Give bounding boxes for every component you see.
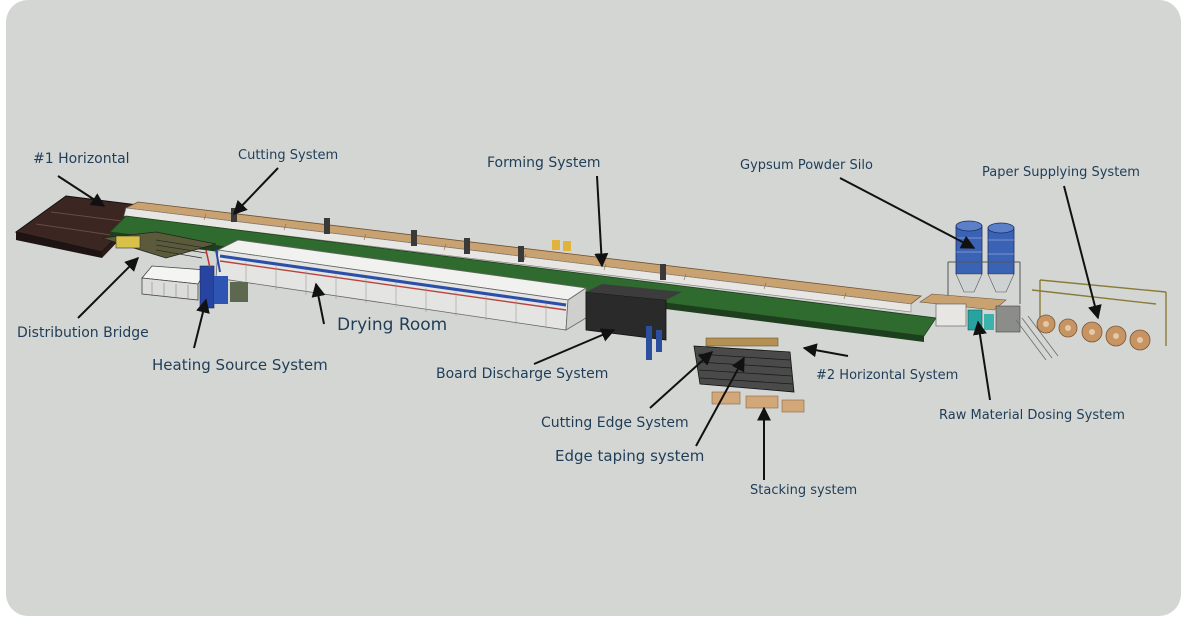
label-board-discharge-system: Board Discharge System — [436, 366, 609, 382]
arrow-distribution-bridge — [77, 257, 139, 319]
label-heating-source-system: Heating Source System — [152, 356, 328, 374]
arrow-raw-material-dosing — [972, 320, 991, 401]
label-drying-room: Drying Room — [337, 315, 448, 335]
label-horizontal-1: #1 Horizontal — [33, 151, 130, 167]
heating-source-unit — [141, 249, 248, 309]
board-discharge-unit — [585, 284, 682, 360]
label-cutting-edge-system: Cutting Edge System — [541, 415, 689, 431]
diagram-frame: #1 Horizontal Cutting System Forming Sys… — [6, 0, 1181, 616]
label-raw-material-dosing-system: Raw Material Dosing System — [939, 408, 1125, 423]
raw-material-dosing-unit — [919, 293, 1059, 361]
arrow-gypsum-silo — [839, 177, 976, 249]
stacking-area-unit — [693, 337, 805, 413]
paper-supply-unit — [1031, 279, 1167, 351]
label-gypsum-powder-silo: Gypsum Powder Silo — [740, 158, 873, 173]
label-distribution-bridge: Distribution Bridge — [17, 325, 149, 341]
arrow-horizontal-1 — [57, 175, 106, 207]
arrow-cutting-edge — [649, 351, 714, 409]
drying-room-body — [215, 239, 588, 331]
production-line-illustration — [14, 167, 1167, 480]
arrow-drying-room — [311, 282, 326, 325]
label-forming-system: Forming System — [487, 155, 601, 171]
label-stacking-system: Stacking system — [750, 483, 858, 498]
distribution-bridge-unit — [101, 231, 217, 259]
arrow-forming-system — [594, 175, 609, 268]
arrow-board-discharge — [533, 328, 616, 365]
arrow-edge-taping — [695, 356, 745, 447]
arrow-horizontal-2 — [802, 343, 849, 358]
label-edge-taping-system: Edge taping system — [555, 447, 705, 465]
arrow-heating-source — [193, 298, 210, 349]
pointer-arrows — [57, 167, 1102, 480]
label-paper-supplying-system: Paper Supplying System — [982, 165, 1140, 180]
gypsum-silo-unit — [947, 220, 1021, 304]
arrow-paper-supply — [1063, 185, 1102, 320]
label-horizontal-2-system: #2 Horizontal System — [816, 368, 959, 383]
label-cutting-system: Cutting System — [238, 148, 339, 163]
arrow-cutting-system — [233, 167, 279, 216]
